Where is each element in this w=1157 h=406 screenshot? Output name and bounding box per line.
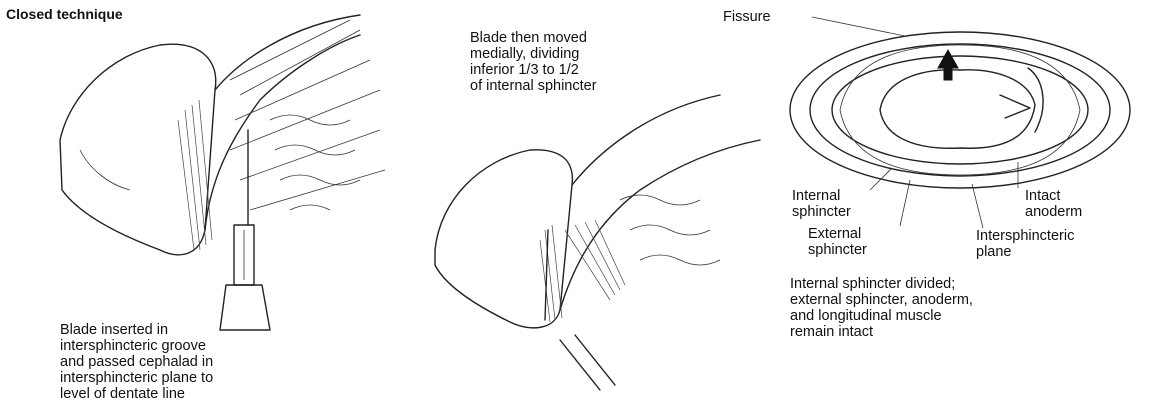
arrow-up-icon xyxy=(938,50,958,80)
middle-sphincter-drawing xyxy=(540,95,760,322)
intersphincteric-plane-label: Intersphincteric plane xyxy=(976,228,1074,260)
fissure-label: Fissure xyxy=(723,9,771,25)
external-sphincter-label: External sphincter xyxy=(808,226,867,258)
anal-cross-section xyxy=(790,32,1130,188)
middle-finger-drawing xyxy=(435,150,572,328)
intact-anoderm-label: Intact anoderm xyxy=(1025,188,1082,220)
left-caption: Blade inserted in intersphincteric groov… xyxy=(60,322,213,402)
left-blade-drawing xyxy=(220,130,270,330)
middle-caption: Blade then moved medially, dividing infe… xyxy=(470,30,597,94)
left-finger-drawing xyxy=(60,44,216,255)
right-caption: Internal sphincter divided; external sph… xyxy=(790,276,973,340)
internal-sphincter-label: Internal sphincter xyxy=(792,188,851,220)
middle-blade-drawing xyxy=(545,230,615,390)
left-sphincter-drawing xyxy=(178,15,385,250)
